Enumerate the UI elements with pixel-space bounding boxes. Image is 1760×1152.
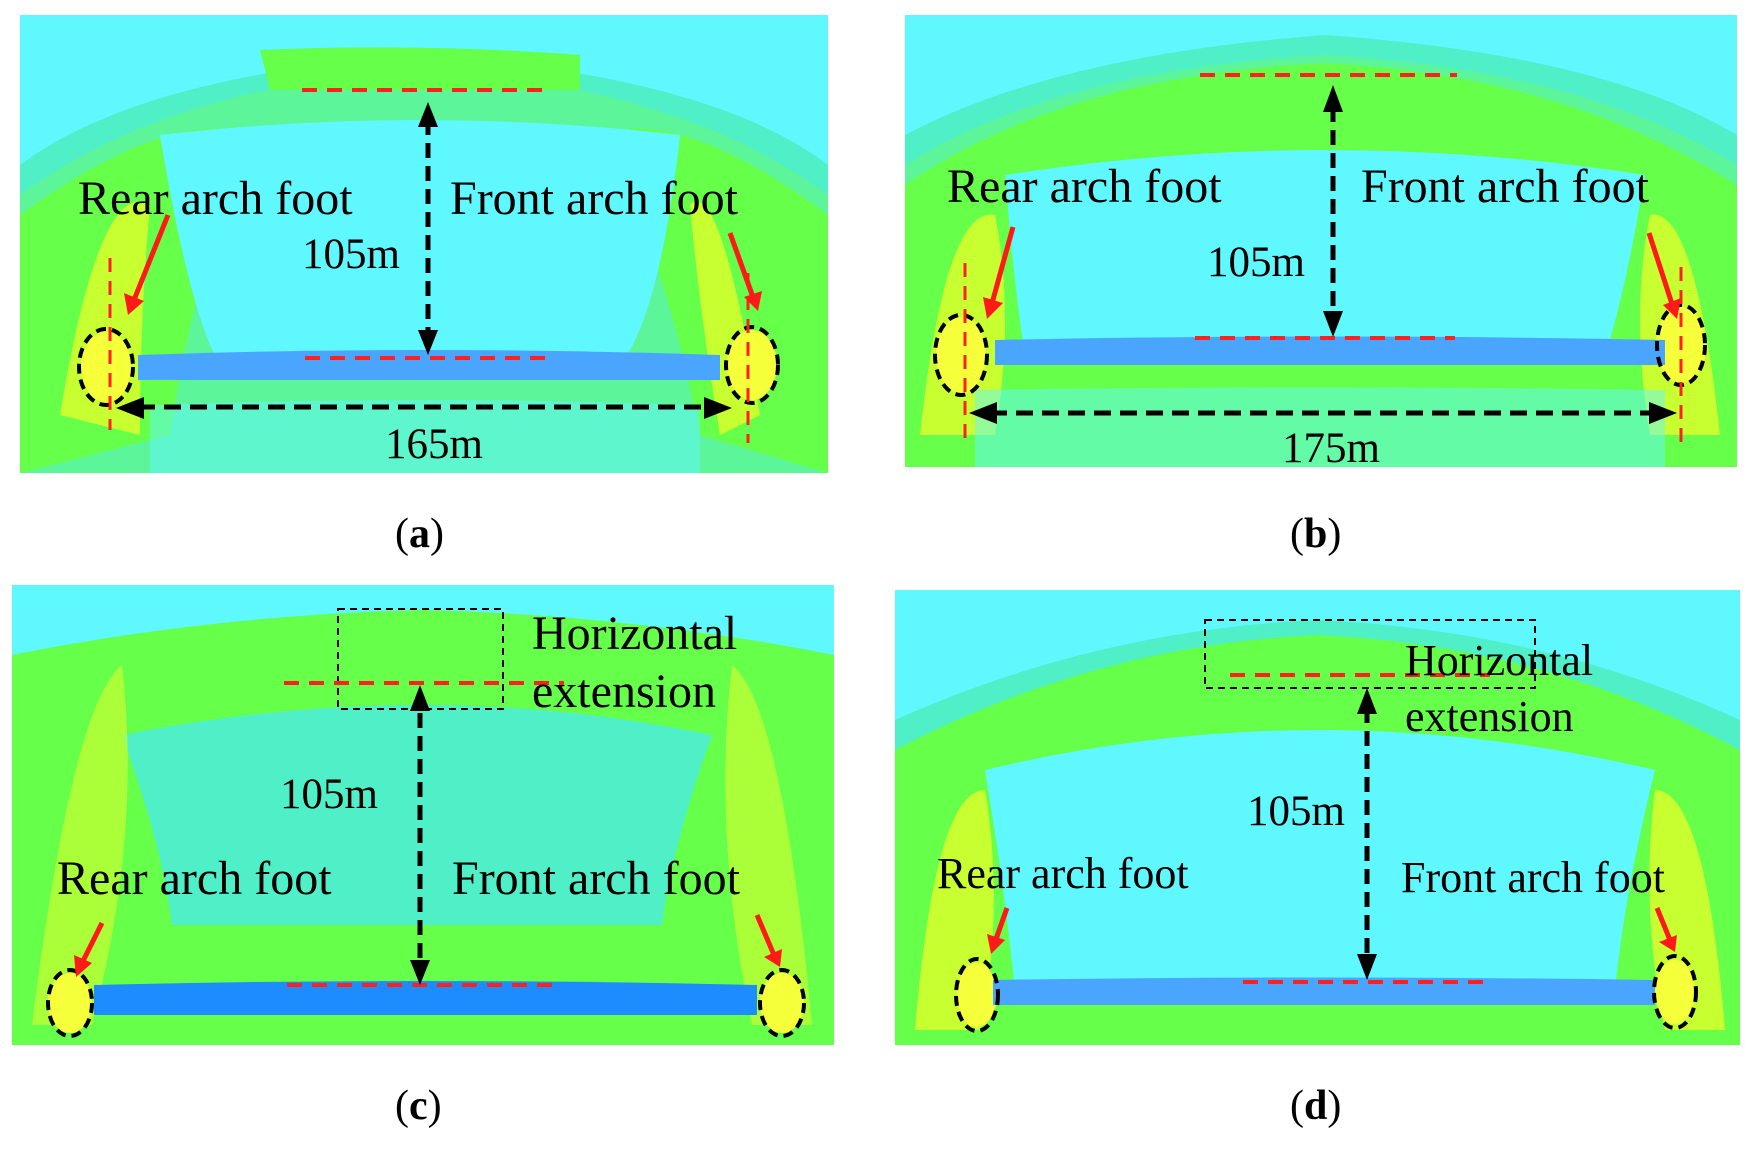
front-arch-foot-label: Front arch foot bbox=[1361, 160, 1649, 213]
horizontal-extension-label-line2: extension bbox=[532, 665, 716, 718]
contour-plot-b bbox=[905, 15, 1737, 467]
panel-d: Horizontal extension 105m Rear arch foot… bbox=[895, 590, 1740, 1045]
caption-a: (a) bbox=[395, 511, 444, 557]
front-arch-foot-label: Front arch foot bbox=[452, 852, 740, 905]
rear-arch-foot-label: Rear arch foot bbox=[937, 849, 1189, 898]
contour-plot-a bbox=[20, 15, 828, 473]
front-arch-foot-label: Front arch foot bbox=[450, 172, 738, 225]
rear-arch-foot-label: Rear arch foot bbox=[947, 160, 1222, 213]
height-dimension-label: 105m bbox=[302, 231, 400, 278]
panel-c: Horizontal extension 105m Rear arch foot… bbox=[12, 585, 834, 1045]
rear-arch-foot-label: Rear arch foot bbox=[78, 172, 353, 225]
panel-b: Rear arch foot Front arch foot 105m 175m bbox=[905, 15, 1737, 467]
height-dimension-label: 105m bbox=[1207, 239, 1305, 286]
span-dimension-label: 165m bbox=[385, 421, 483, 468]
horizontal-extension-label-line1: Horizontal bbox=[1405, 636, 1594, 685]
contour-plot-c bbox=[12, 585, 834, 1045]
rear-arch-foot-label: Rear arch foot bbox=[57, 852, 332, 905]
height-dimension-label: 105m bbox=[280, 771, 378, 818]
caption-b: (b) bbox=[1290, 511, 1342, 557]
height-dimension-label: 105m bbox=[1247, 788, 1345, 835]
contour-plot-d bbox=[895, 590, 1740, 1045]
caption-c: (c) bbox=[395, 1083, 442, 1129]
front-arch-foot-label: Front arch foot bbox=[1401, 853, 1665, 902]
caption-d: (d) bbox=[1290, 1083, 1342, 1129]
horizontal-extension-label-line1: Horizontal bbox=[532, 607, 738, 660]
horizontal-extension-label-line2: extension bbox=[1405, 692, 1574, 741]
panel-a: Rear arch foot Front arch foot 105m 165m bbox=[20, 15, 828, 473]
span-dimension-label: 175m bbox=[1282, 425, 1380, 467]
